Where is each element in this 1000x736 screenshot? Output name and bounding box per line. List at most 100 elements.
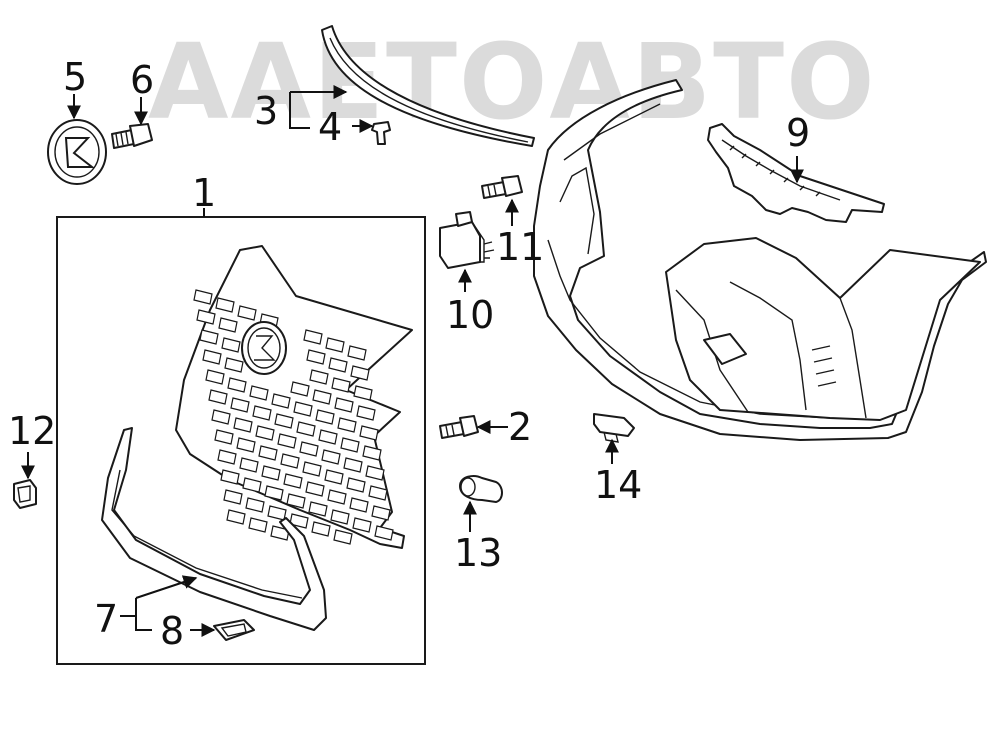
grille-cell bbox=[328, 357, 348, 373]
callout-12: 12 bbox=[8, 409, 56, 453]
grille-cell bbox=[230, 397, 250, 413]
callout-13: 13 bbox=[454, 531, 502, 575]
grille-cell bbox=[312, 389, 332, 405]
part-clip-8 bbox=[213, 619, 255, 641]
grille-cell bbox=[350, 365, 370, 381]
part-bumper-cover bbox=[533, 79, 987, 441]
grille-cell bbox=[374, 525, 394, 541]
grille-cell bbox=[264, 485, 284, 501]
grille-cell bbox=[267, 505, 287, 521]
grille-cell bbox=[359, 425, 379, 441]
grille-cell bbox=[220, 469, 240, 485]
grille-cell bbox=[349, 497, 369, 513]
grille-cell bbox=[289, 513, 309, 529]
grille-cell bbox=[330, 509, 350, 525]
part-emblem bbox=[47, 119, 107, 185]
grille-cell bbox=[248, 517, 268, 533]
grille-cell bbox=[331, 377, 351, 393]
grille-assembly-box bbox=[56, 216, 426, 665]
grille-cell bbox=[223, 489, 243, 505]
grille-cell bbox=[362, 445, 382, 461]
grille-cell bbox=[325, 337, 345, 353]
grille-cell bbox=[280, 453, 300, 469]
grille-emblem bbox=[241, 321, 287, 375]
grille-cell bbox=[306, 349, 326, 365]
grille-cell bbox=[296, 421, 316, 437]
grille-cell bbox=[258, 445, 278, 461]
callout-10: 10 bbox=[446, 293, 494, 337]
grille-cell bbox=[196, 309, 216, 325]
callout-5: 5 bbox=[63, 55, 87, 99]
grille-cell bbox=[236, 437, 256, 453]
grille-cell bbox=[365, 465, 385, 481]
grille-cell bbox=[226, 509, 246, 525]
grille-cell bbox=[215, 297, 235, 313]
grille-cell bbox=[333, 529, 353, 545]
grille-cell bbox=[249, 385, 269, 401]
grille-cell bbox=[347, 345, 367, 361]
grille-cell bbox=[302, 461, 322, 477]
grille-cell bbox=[371, 505, 391, 521]
callout-14: 14 bbox=[594, 463, 642, 507]
part-lower-molding bbox=[101, 427, 327, 631]
grille-cell bbox=[337, 417, 357, 433]
grille-cell bbox=[199, 329, 219, 345]
part-bolt-6 bbox=[111, 123, 153, 149]
part-bolt-11 bbox=[481, 175, 523, 199]
grille-cell bbox=[227, 377, 247, 393]
grille-cell bbox=[346, 477, 366, 493]
grille-cell bbox=[327, 489, 347, 505]
part-bracket-9 bbox=[707, 123, 885, 223]
callout-2: 2 bbox=[508, 405, 532, 449]
grille-cell bbox=[217, 449, 237, 465]
part-clip-4 bbox=[371, 121, 391, 145]
grille-cell bbox=[352, 517, 372, 533]
callout-9: 9 bbox=[786, 111, 810, 155]
grille-cell bbox=[252, 405, 272, 421]
grille-cell bbox=[255, 425, 275, 441]
grille-cell bbox=[343, 457, 363, 473]
grille-cell bbox=[270, 525, 290, 541]
grille-cell bbox=[293, 401, 313, 417]
grille-cell bbox=[368, 485, 388, 501]
grille-cell bbox=[311, 521, 331, 537]
grille-cell bbox=[324, 469, 344, 485]
grille-cell bbox=[356, 405, 376, 421]
grille-cell bbox=[208, 389, 228, 405]
grille-cell bbox=[224, 357, 244, 373]
callout-6: 6 bbox=[130, 58, 154, 102]
grille-cell bbox=[318, 429, 338, 445]
grille-cell bbox=[271, 393, 291, 409]
callout-11: 11 bbox=[496, 225, 544, 269]
grille-cell bbox=[202, 349, 222, 365]
grille-cell bbox=[353, 385, 373, 401]
callout-7: 7 bbox=[94, 597, 118, 641]
grille-cell bbox=[237, 305, 257, 321]
grille-cell bbox=[233, 417, 253, 433]
grille-cell bbox=[211, 409, 231, 425]
callout-1: 1 bbox=[192, 171, 216, 215]
grille-cell bbox=[239, 457, 259, 473]
grille-cell bbox=[303, 329, 323, 345]
grille-cell bbox=[334, 397, 354, 413]
leader-lines bbox=[21, 85, 804, 637]
part-retainer-12 bbox=[13, 479, 37, 509]
grille-cell bbox=[218, 317, 238, 333]
grille-cell bbox=[305, 481, 325, 497]
grille-cell bbox=[274, 413, 294, 429]
callout-labels: 1 2 3 4 5 6 7 8 9 10 11 12 13 14 bbox=[8, 55, 810, 653]
grille-cell bbox=[315, 409, 335, 425]
watermark-text: ААЕТОАВТО bbox=[148, 21, 876, 143]
grille-cell bbox=[205, 369, 225, 385]
part-grille bbox=[175, 245, 413, 549]
grille-cell bbox=[277, 433, 297, 449]
grille-cell bbox=[214, 429, 234, 445]
grille-cell bbox=[340, 437, 360, 453]
grille-cell bbox=[261, 465, 281, 481]
part-bolt-2 bbox=[439, 415, 479, 439]
part-clip-14 bbox=[593, 413, 635, 443]
grille-cell bbox=[321, 449, 341, 465]
grille-cell bbox=[309, 369, 329, 385]
callout-4: 4 bbox=[318, 105, 342, 149]
